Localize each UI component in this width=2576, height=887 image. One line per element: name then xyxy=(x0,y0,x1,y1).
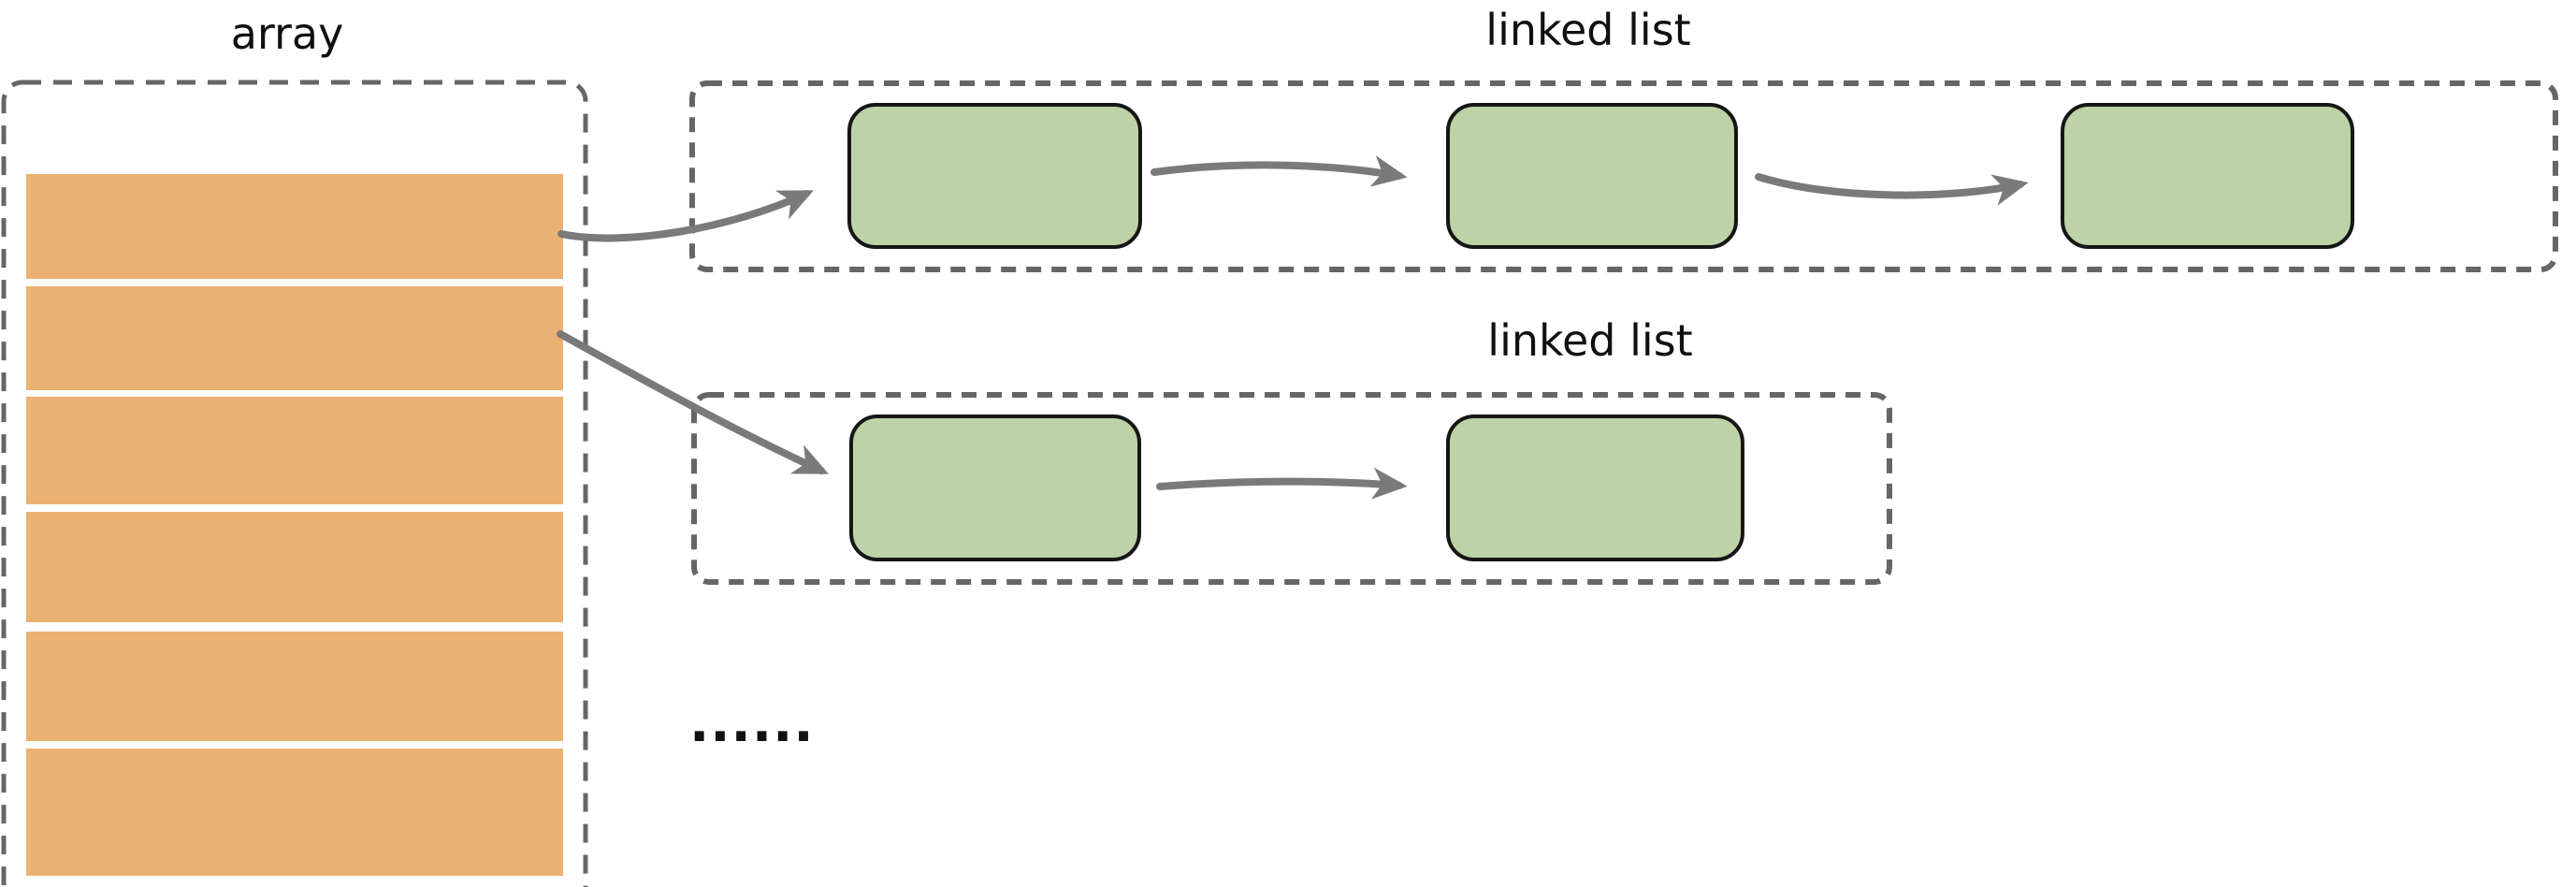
list-2-node-2 xyxy=(1446,414,1744,561)
array-slot-3 xyxy=(26,397,563,504)
linked-list-1-border xyxy=(689,80,2558,272)
arrow-list1-node2-to-node3 xyxy=(1755,173,2029,206)
array-slot-6 xyxy=(26,749,563,876)
arrow-list1-node1-to-node2 xyxy=(1151,155,1408,187)
list-2-node-1 xyxy=(849,414,1141,561)
linked-list-1-nodes xyxy=(847,103,2354,249)
arrow-array-slot1-to-list1-node1 xyxy=(557,190,814,242)
linked-list-2-label: linked list xyxy=(1487,315,1693,366)
array-slots xyxy=(26,174,563,876)
array-container-border xyxy=(1,80,588,887)
arrow-array-slot2-to-list2-node1 xyxy=(557,330,829,474)
list-1-node-2 xyxy=(1446,103,1738,249)
array-slot-5 xyxy=(26,632,563,741)
arrow-list2-node1-to-node2 xyxy=(1156,467,1408,500)
list-1-node-1 xyxy=(847,103,1142,249)
linked-list-2-border xyxy=(691,392,1892,585)
linked-list-2-nodes xyxy=(849,414,1744,561)
array-label: array xyxy=(230,8,344,59)
array-slot-2 xyxy=(26,286,563,390)
list-1-node-3 xyxy=(2061,103,2354,249)
array-slot-4 xyxy=(26,512,563,622)
linked-list-1-label: linked list xyxy=(1485,5,1691,55)
ellipsis-label: ...... xyxy=(689,693,815,754)
array-slot-1 xyxy=(26,174,563,279)
